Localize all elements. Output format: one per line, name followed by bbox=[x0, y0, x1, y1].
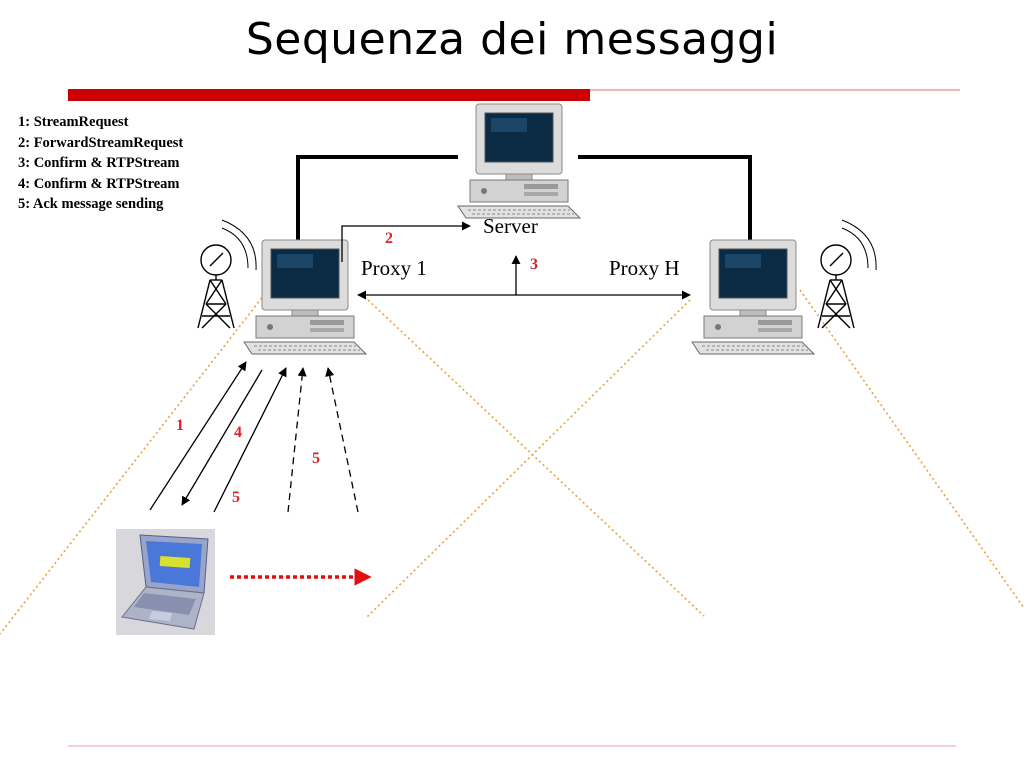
laptop-icon bbox=[116, 529, 215, 635]
step-item: 5: Ack message sending bbox=[18, 196, 164, 212]
seq-label-3: 3 bbox=[530, 256, 538, 273]
arrow-2 bbox=[341, 221, 471, 262]
proxyh-label: Proxy H bbox=[609, 256, 680, 280]
arrow-5-solid bbox=[213, 367, 287, 513]
server-label: Server bbox=[483, 214, 538, 238]
arrow-5-dashed-b bbox=[325, 367, 359, 513]
coverage-lines bbox=[0, 289, 1024, 635]
step-item: 2: ForwardStreamRequest bbox=[18, 134, 184, 151]
antenna-tower-icon bbox=[817, 219, 877, 329]
slide-title: Sequenza dei messaggi bbox=[245, 14, 779, 65]
seq-label-5: 5 bbox=[312, 450, 320, 467]
seq-label-5: 5 bbox=[232, 489, 240, 506]
arrow-4 bbox=[181, 369, 263, 506]
proxy1-label: Proxy 1 bbox=[361, 256, 427, 280]
link-server-proxyh bbox=[578, 155, 752, 240]
seq-label-2: 2 bbox=[385, 230, 393, 247]
proxyh-computer bbox=[691, 239, 815, 355]
seq-label-4: 4 bbox=[234, 424, 242, 441]
arrow-5-dashed-a bbox=[287, 367, 307, 513]
link-server-proxy1 bbox=[296, 155, 458, 240]
server-computer bbox=[457, 103, 581, 219]
seq-label-1: 1 bbox=[176, 417, 184, 434]
proxy1-computer bbox=[243, 239, 367, 355]
arrow-1 bbox=[149, 361, 247, 511]
step-item: 3: Confirm & RTPStream bbox=[18, 155, 180, 171]
step-item: 1: StreamRequest bbox=[18, 114, 129, 130]
message-steps-list: 1: StreamRequest 2: ForwardStreamRequest… bbox=[18, 112, 183, 215]
antenna-tower-icon bbox=[197, 219, 257, 329]
title-rule bbox=[68, 89, 960, 101]
step-item: 4: Confirm & RTPStream bbox=[18, 175, 180, 192]
